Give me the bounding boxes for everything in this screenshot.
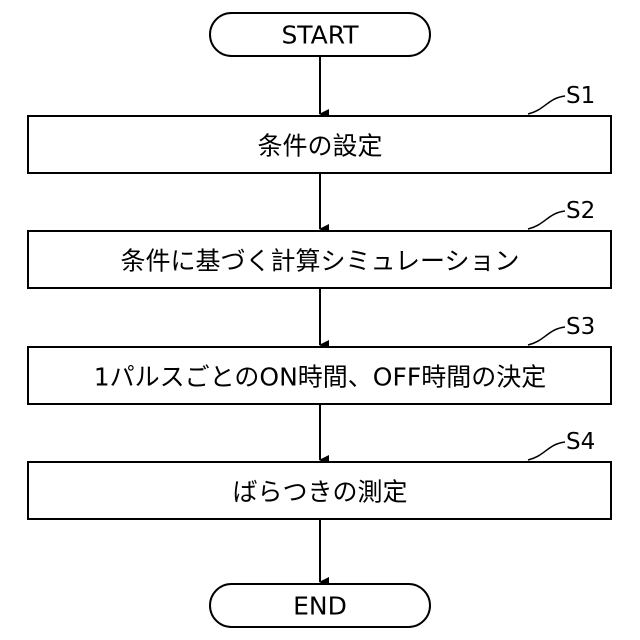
- step-s2-leader: [528, 211, 565, 229]
- step-s3-label: S3: [566, 314, 595, 340]
- step-s3-text: 1パルスごとのON時間、OFF時間の決定: [94, 363, 546, 392]
- end-terminator: END: [210, 584, 430, 627]
- step-s3-leader: [528, 327, 565, 345]
- step-s1-text: 条件の設定: [257, 132, 382, 161]
- step-s4-label: S4: [566, 429, 595, 455]
- end-text: END: [293, 592, 347, 621]
- step-s4-text: ばらつきの測定: [232, 478, 407, 507]
- step-s2-text: 条件に基づく計算シミュレーション: [120, 247, 519, 276]
- step-s4-leader: [528, 442, 565, 460]
- step-s1-leader: [528, 96, 565, 114]
- step-s1-label: S1: [566, 83, 595, 109]
- step-s2-label: S2: [566, 198, 595, 224]
- start-terminator: START: [210, 13, 430, 56]
- start-text: START: [281, 21, 359, 50]
